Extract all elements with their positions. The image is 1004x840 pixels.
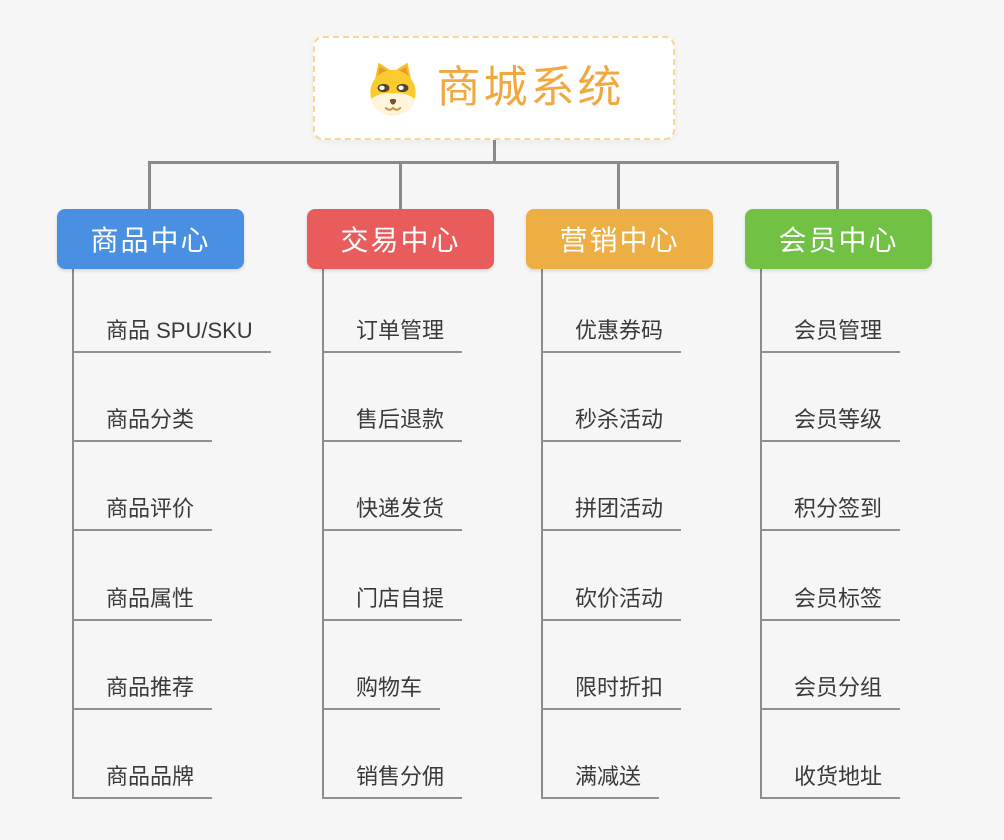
leaf-item[interactable]: 购物车 [322, 672, 441, 710]
root-node[interactable]: 商城系统 [313, 36, 675, 140]
root-title: 商城系统 [436, 63, 625, 112]
branch-node-marketing-center[interactable]: 营销中心 [526, 209, 713, 269]
branch-node-trade-center[interactable]: 交易中心 [307, 209, 494, 269]
connector-bus [148, 161, 839, 164]
connector-drop [836, 161, 839, 211]
leaf-item[interactable]: 门店自提 [322, 583, 463, 621]
doge-face-icon [369, 62, 416, 116]
leaf-item[interactable]: 满减送 [541, 761, 660, 799]
branch-trunk [322, 268, 324, 799]
connector-drop [399, 161, 402, 211]
leaf-item[interactable]: 秒杀活动 [541, 404, 682, 442]
leaf-item[interactable]: 商品推荐 [72, 672, 213, 710]
leaf-item[interactable]: 商品属性 [72, 583, 213, 621]
connector-root-drop [493, 140, 496, 163]
leaf-item[interactable]: 快递发货 [322, 493, 463, 531]
leaf-item[interactable]: 会员等级 [760, 404, 901, 442]
branch-trunk [760, 268, 762, 799]
leaf-item[interactable]: 砍价活动 [541, 583, 682, 621]
leaf-item[interactable]: 商品分类 [72, 404, 213, 442]
branch-trunk [72, 268, 74, 799]
branch-node-product-center[interactable]: 商品中心 [57, 209, 244, 269]
leaf-item[interactable]: 限时折扣 [541, 672, 682, 710]
leaf-item[interactable]: 会员管理 [760, 315, 901, 353]
leaf-item[interactable]: 商品品牌 [72, 761, 213, 799]
leaf-item[interactable]: 优惠券码 [541, 315, 682, 353]
leaf-item[interactable]: 订单管理 [322, 315, 463, 353]
connector-drop [148, 161, 151, 211]
leaf-item[interactable]: 收货地址 [760, 761, 901, 799]
branch-trunk [541, 268, 543, 799]
leaf-item[interactable]: 销售分佣 [322, 761, 463, 799]
leaf-item[interactable]: 商品 SPU/SKU [72, 315, 271, 353]
leaf-item[interactable]: 积分签到 [760, 493, 901, 531]
leaf-item[interactable]: 会员分组 [760, 672, 901, 710]
leaf-item[interactable]: 会员标签 [760, 583, 901, 621]
leaf-item[interactable]: 商品评价 [72, 493, 213, 531]
branch-node-member-center[interactable]: 会员中心 [745, 209, 932, 269]
connector-drop [617, 161, 620, 211]
leaf-item[interactable]: 售后退款 [322, 404, 463, 442]
leaf-item[interactable]: 拼团活动 [541, 493, 682, 531]
